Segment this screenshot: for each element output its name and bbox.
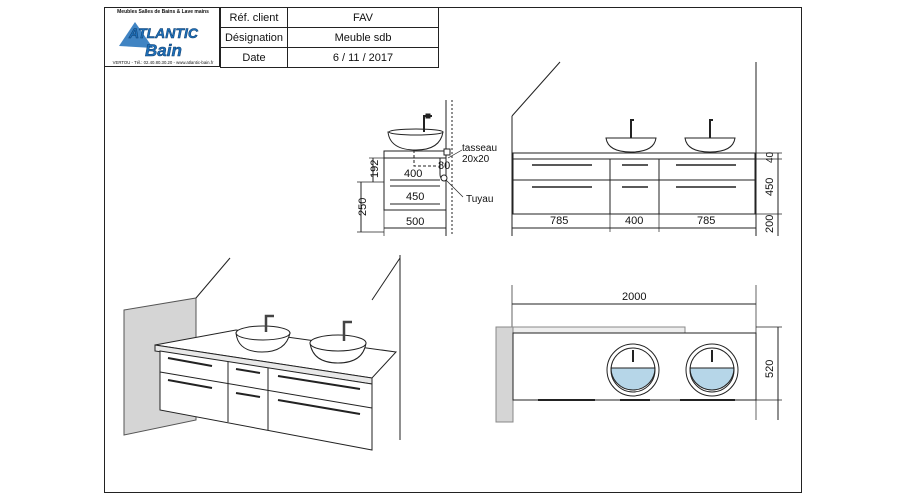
front-view <box>511 61 782 236</box>
dim-80-text: 80 <box>438 160 450 172</box>
top-basin-right-water <box>689 367 735 391</box>
dim-200-text: 200 <box>764 215 776 233</box>
front-slope-line <box>511 61 561 117</box>
title-row-ref: Réf. client FAV <box>220 7 439 28</box>
side-tasseau <box>443 148 451 156</box>
dim-785-right-text: 785 <box>697 215 715 227</box>
date-label: Date <box>220 47 288 68</box>
drawing-sheet-border <box>104 7 802 493</box>
persp-cabinet-front <box>159 350 373 451</box>
perspective-view <box>123 255 401 451</box>
tuyau-leader <box>445 179 464 198</box>
persp-handle-5 <box>235 392 261 398</box>
front-basin-right <box>684 137 736 153</box>
designation-label: Désignation <box>220 27 288 48</box>
side-cabinet <box>383 157 447 211</box>
dim-2000-text: 2000 <box>622 291 646 303</box>
front-basin-left <box>605 137 657 153</box>
top-basin-left-inner <box>610 347 656 393</box>
side-basin-rim <box>388 128 444 136</box>
side-countertop <box>383 150 447 159</box>
persp-handle-6 <box>277 399 361 415</box>
persp-faucet-right <box>342 320 352 341</box>
front-faucet-left <box>630 119 634 138</box>
tuyau-label: Tuyau <box>466 194 493 205</box>
side-view-labels: 192 250 400 80 450 500 tasseau 20x20 Tuy… <box>357 143 497 228</box>
front-view-labels: 785 400 785 40 450 200 <box>550 151 776 233</box>
persp-back-slope <box>371 257 401 301</box>
atlantic-bain-logo: Meubles Salles de Bains & Lave mains ATL… <box>104 7 220 67</box>
persp-slope-line <box>195 257 231 299</box>
dim-40-text: 40 <box>765 151 776 163</box>
ref-client-value: FAV <box>287 7 439 28</box>
dim-520-text: 520 <box>764 360 776 378</box>
tasseau-leader <box>447 149 463 159</box>
dim-450-side-text: 450 <box>406 191 424 203</box>
persp-basin-right-rim <box>309 334 367 352</box>
dim-450-front-text: 450 <box>764 178 776 196</box>
persp-handle-1 <box>167 357 213 367</box>
persp-faucet-left <box>264 314 274 332</box>
tasseau-label: tasseau <box>462 143 497 154</box>
logo-brand-line2: Bain <box>145 41 182 60</box>
tasseau-size-label: 20x20 <box>462 154 490 165</box>
side-view <box>357 100 464 236</box>
persp-handle-2 <box>235 368 261 374</box>
logo-contact: VERTOU - Tél.: 02.40.80.30.20 - www.atla… <box>112 60 214 65</box>
top-view <box>495 285 782 423</box>
top-basin-left-water <box>610 367 656 391</box>
persp-handle-3 <box>277 375 361 390</box>
side-pipe-elbow <box>440 174 448 182</box>
top-basin-right-inner <box>689 347 735 393</box>
top-side-wall <box>495 326 514 423</box>
title-row-date: Date 6 / 11 / 2017 <box>220 47 439 68</box>
persp-drawer-line <box>159 371 373 409</box>
top-view-labels: 2000 520 <box>622 291 776 378</box>
front-countertop <box>512 152 756 160</box>
persp-handle-4 <box>167 379 213 389</box>
dim-500-text: 500 <box>406 216 424 228</box>
side-drain-pipe <box>413 150 436 167</box>
side-faucet-handle <box>425 113 431 119</box>
dim-250-text: 250 <box>357 198 369 216</box>
logo-brand-line1: ATLANTIC <box>128 25 199 41</box>
dim-400-side-text: 400 <box>404 168 422 180</box>
side-basin <box>387 131 444 151</box>
logo-tagline: Meubles Salles de Bains & Lave mains <box>117 9 209 15</box>
date-value: 6 / 11 / 2017 <box>287 47 439 68</box>
dim-192-text: 192 <box>369 160 381 178</box>
title-block-table: Réf. client FAV Désignation Meuble sdb D… <box>220 7 439 68</box>
top-back-strip <box>512 326 686 334</box>
persp-basin-left-rim <box>235 325 291 341</box>
front-faucet-right <box>709 119 713 138</box>
dim-785-left-text: 785 <box>550 215 568 227</box>
dim-400-front-text: 400 <box>625 215 643 227</box>
logo-emblem: ATLANTIC Bain <box>119 22 199 60</box>
